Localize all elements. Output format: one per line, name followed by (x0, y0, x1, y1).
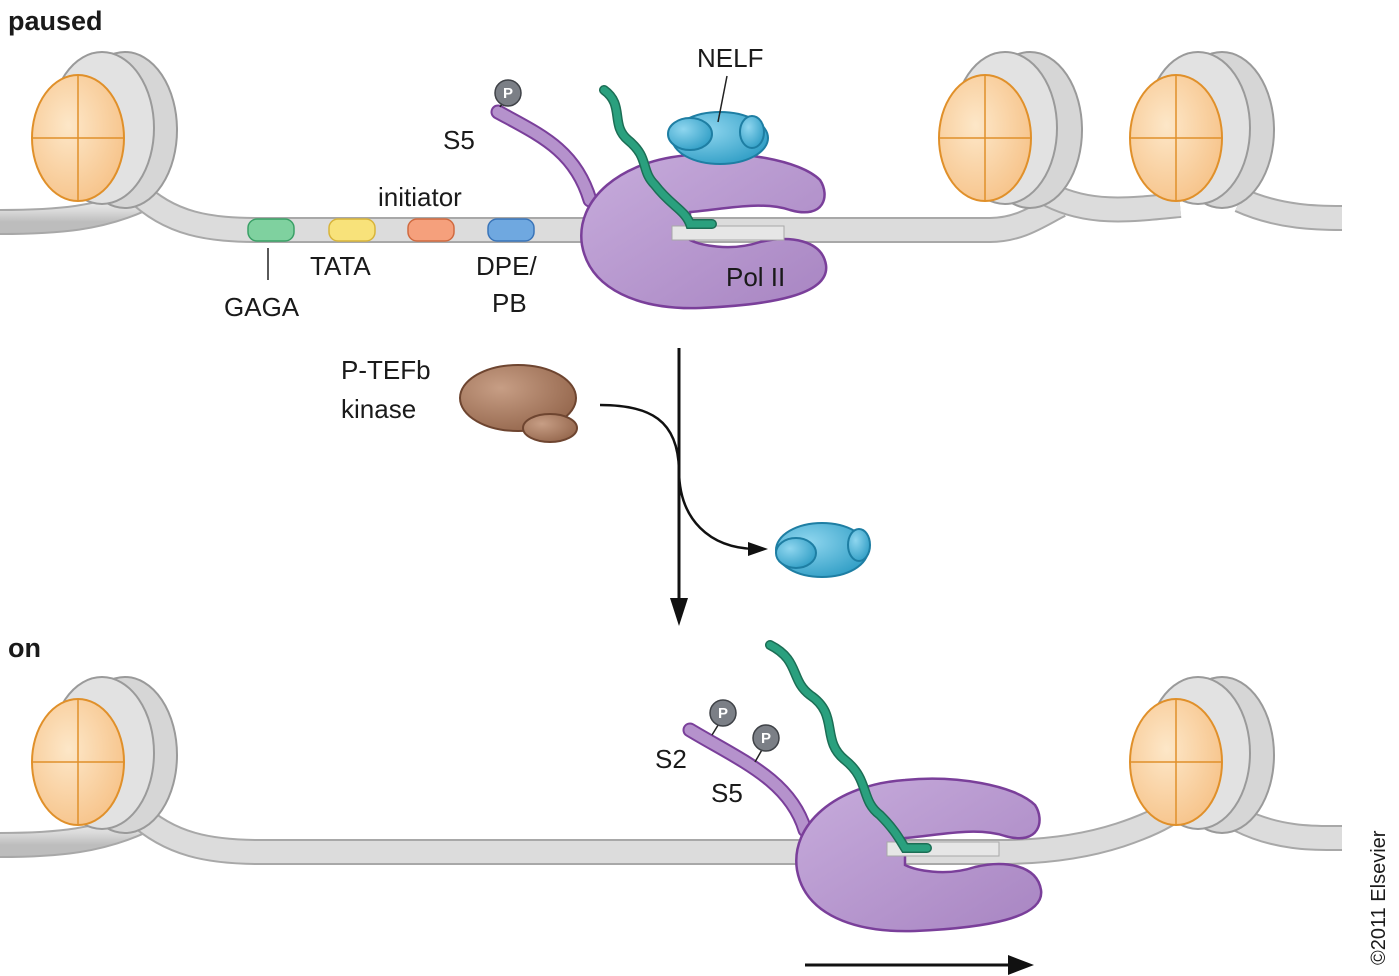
initiator-label: initiator (378, 182, 462, 212)
svg-text:P: P (761, 730, 771, 747)
initiator-element (407, 218, 455, 242)
s5-label: S5 (443, 125, 475, 155)
svg-text:P: P (718, 705, 728, 722)
nucleosome-icon (1129, 51, 1275, 209)
promoter-elements (247, 218, 535, 242)
nelf-label: NELF (697, 43, 763, 73)
ptefb-label-line1: P-TEFb (341, 355, 431, 385)
tata-label: TATA (310, 251, 371, 281)
copyright-text: ©2011 Elsevier (1368, 830, 1390, 965)
ptefb-join-arrow (599, 403, 681, 471)
gaga-label: GAGA (224, 292, 300, 322)
phospho-badge: P (752, 724, 780, 752)
svg-text:P: P (503, 85, 513, 102)
dpe-label-line2: PB (492, 288, 527, 318)
nucleosome-icon (1129, 676, 1275, 834)
ptefb-kinase (459, 364, 578, 443)
pol2-label: Pol II (726, 262, 785, 292)
nelf-release-arrow (677, 469, 756, 551)
s5-label-bottom: S5 (711, 778, 743, 808)
released-nelf (775, 522, 871, 578)
nucleosome-icon (31, 51, 178, 209)
paused-state-label: paused (8, 6, 103, 36)
s2-label: S2 (655, 744, 687, 774)
ptefb-label-line2: kinase (341, 394, 416, 424)
pol2-complex (580, 152, 828, 310)
phospho-badge: P (494, 79, 522, 107)
dna-strand-bottom (0, 795, 1343, 865)
tata-element (328, 218, 376, 242)
dpe-label-line1: DPE/ (476, 251, 537, 281)
nucleosome-icon (938, 51, 1083, 209)
phospho-badge: P (709, 699, 737, 727)
nucleosome-icon (31, 676, 178, 834)
on-state-label: on (8, 633, 41, 663)
gaga-element (247, 218, 295, 242)
dpe-element (487, 218, 535, 242)
